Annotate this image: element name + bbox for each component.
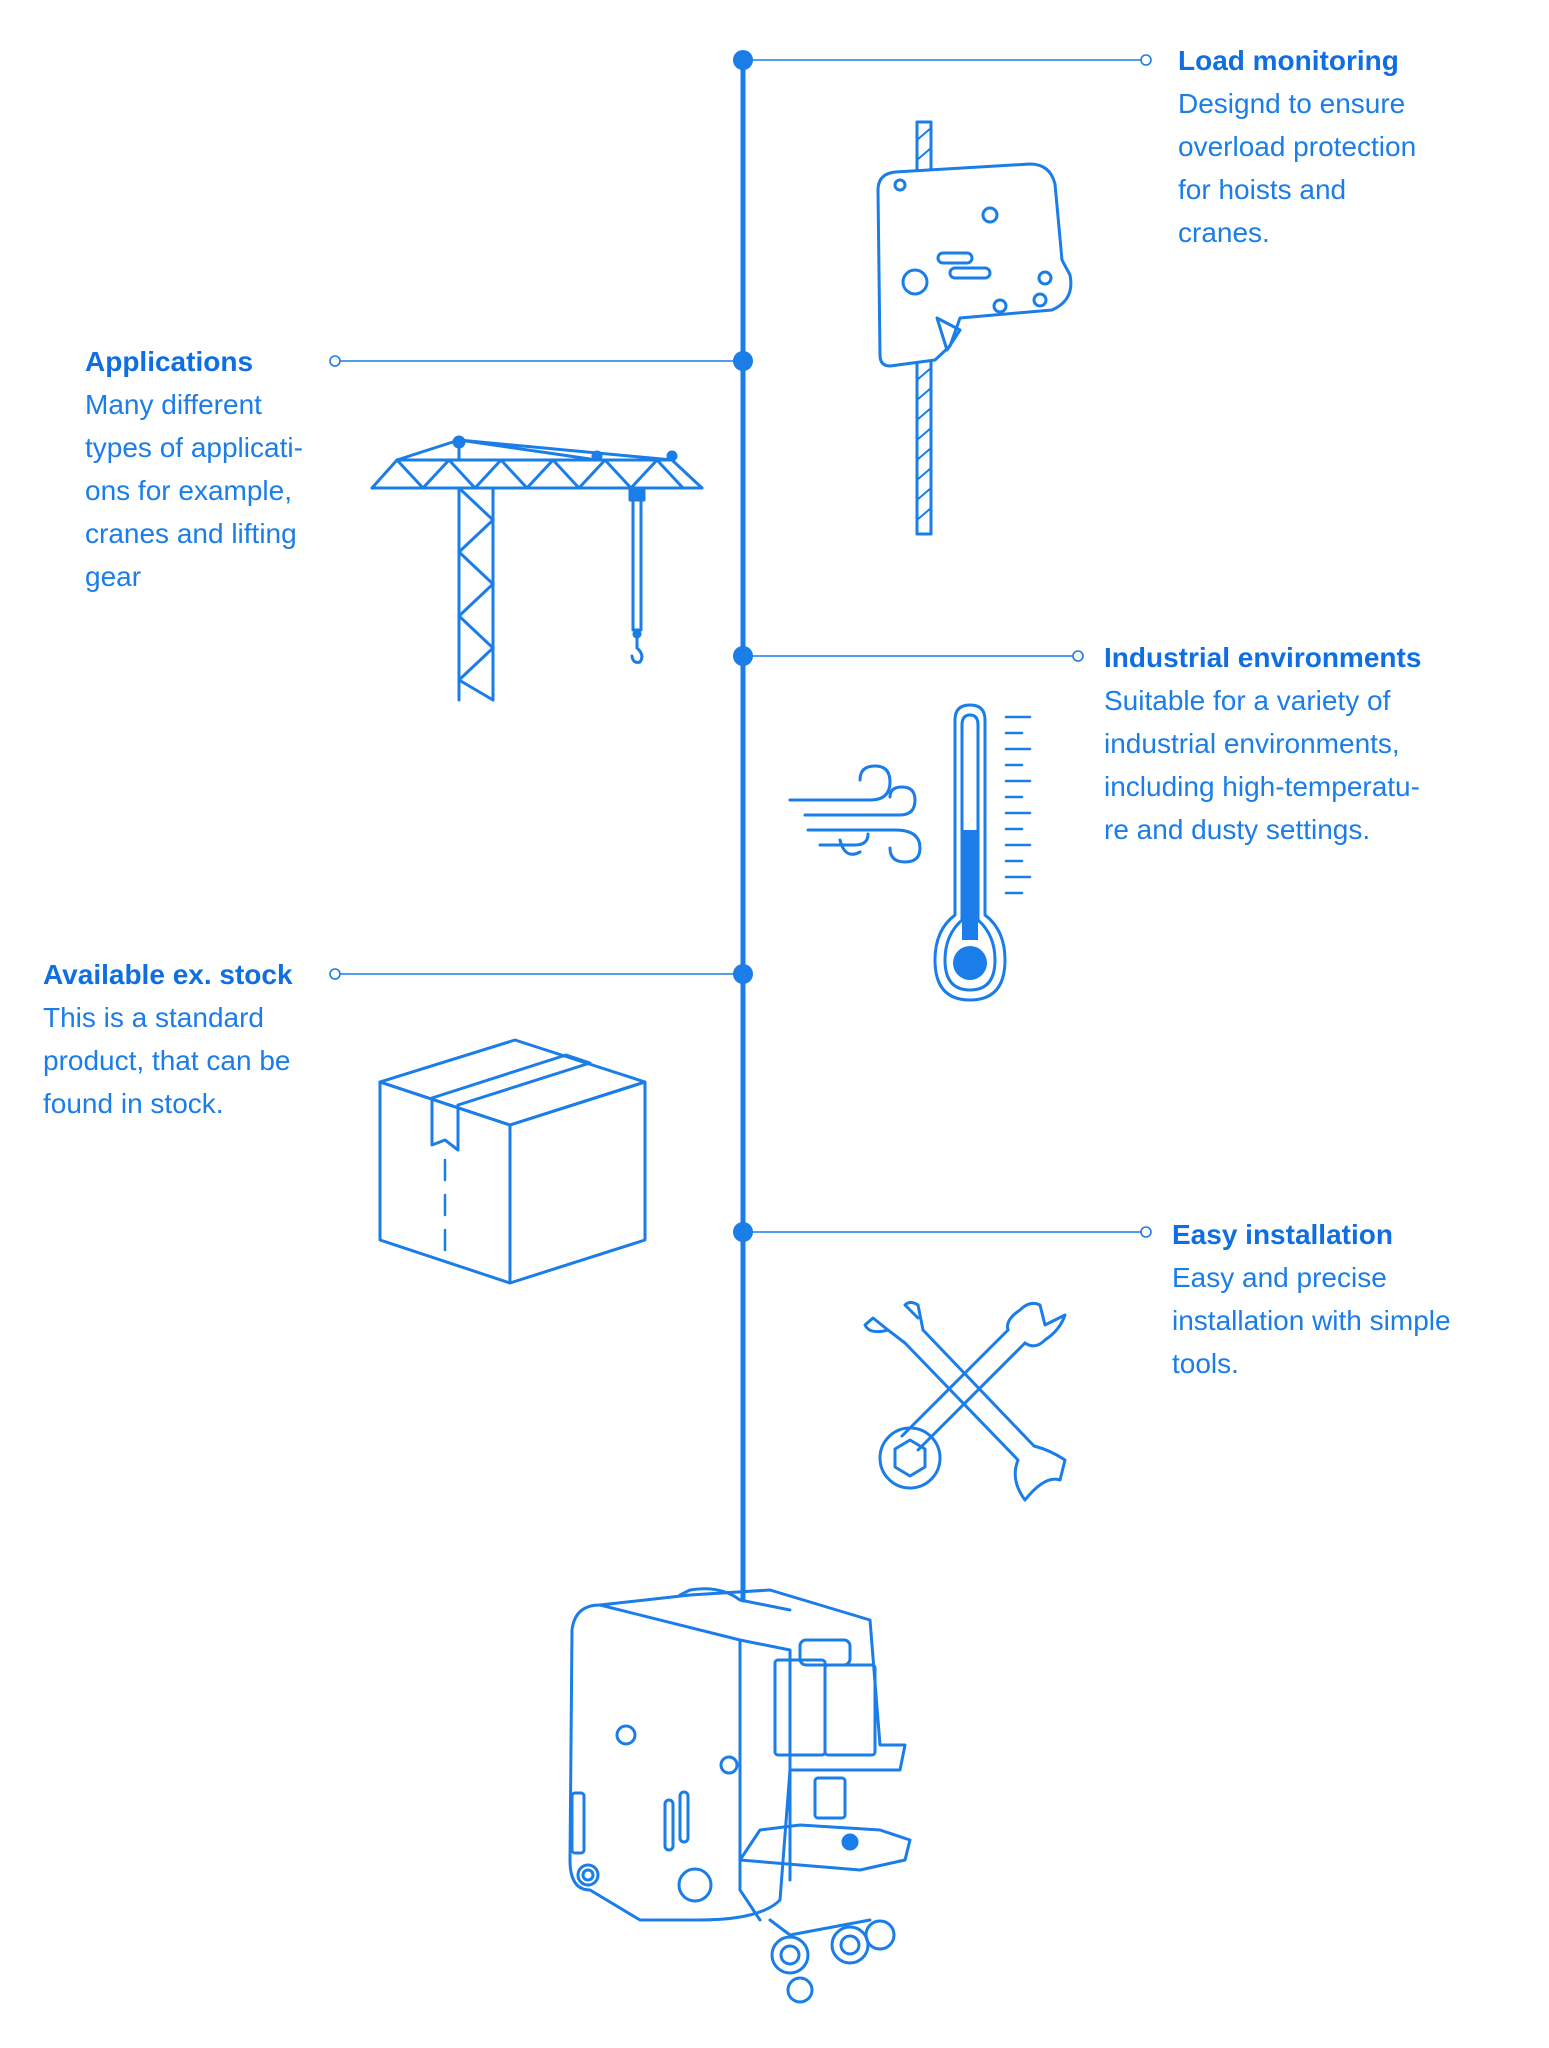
- feature-line: found in stock.: [43, 1088, 224, 1119]
- crane-icon: [370, 435, 704, 702]
- feature-industrial-environments: Industrial environments Suitable for a v…: [1104, 636, 1524, 851]
- connector-load: [733, 50, 1152, 70]
- feature-line: cranes and lifting: [85, 518, 297, 549]
- box-icon: [378, 1038, 647, 1285]
- connector-stock: [329, 964, 753, 984]
- feature-line: tools.: [1172, 1348, 1239, 1379]
- feature-line: including high-temperatu-: [1104, 771, 1420, 802]
- connector-applications: [329, 351, 753, 371]
- feature-line: This is a standard: [43, 1002, 264, 1033]
- feature-line: installation with simple: [1172, 1305, 1451, 1336]
- feature-available-stock: Available ex. stock This is a standard p…: [43, 953, 343, 1125]
- feature-title: Available ex. stock: [43, 959, 293, 990]
- feature-line: types of applicati-: [85, 432, 303, 463]
- feature-line: Many different: [85, 389, 262, 420]
- load-monitor-device-icon: [568, 1587, 912, 2004]
- feature-line: for hoists and: [1178, 174, 1347, 205]
- feature-applications: Applications Many different types of app…: [85, 340, 345, 598]
- feature-title: Industrial environments: [1104, 642, 1422, 673]
- feature-line: re and dusty settings.: [1104, 814, 1371, 845]
- load-sensor-icon: [876, 120, 1073, 536]
- feature-title: Applications: [85, 346, 254, 377]
- feature-easy-installation: Easy installation Easy and precise insta…: [1172, 1213, 1532, 1385]
- feature-title: Load monitoring: [1178, 45, 1399, 76]
- feature-line: ons for example,: [85, 475, 292, 506]
- feature-line: cranes.: [1178, 217, 1270, 248]
- feature-line: product, that can be: [43, 1045, 291, 1076]
- feature-line: gear: [85, 561, 142, 592]
- wrench-icon: [863, 1301, 1067, 1502]
- feature-line: Designd to ensure: [1178, 88, 1406, 119]
- feature-title: Easy installation: [1172, 1219, 1393, 1250]
- connector-industrial: [733, 646, 1084, 666]
- feature-line: overload protection: [1178, 131, 1417, 162]
- feature-line: Easy and precise: [1172, 1262, 1387, 1293]
- feature-load-monitoring: Load monitoring Designd to ensure overlo…: [1178, 39, 1518, 254]
- connector-install: [733, 1222, 1152, 1242]
- feature-line: industrial environments,: [1104, 728, 1400, 759]
- feature-line: Suitable for a variety of: [1104, 685, 1391, 716]
- thermometer-icon: [788, 703, 1032, 1002]
